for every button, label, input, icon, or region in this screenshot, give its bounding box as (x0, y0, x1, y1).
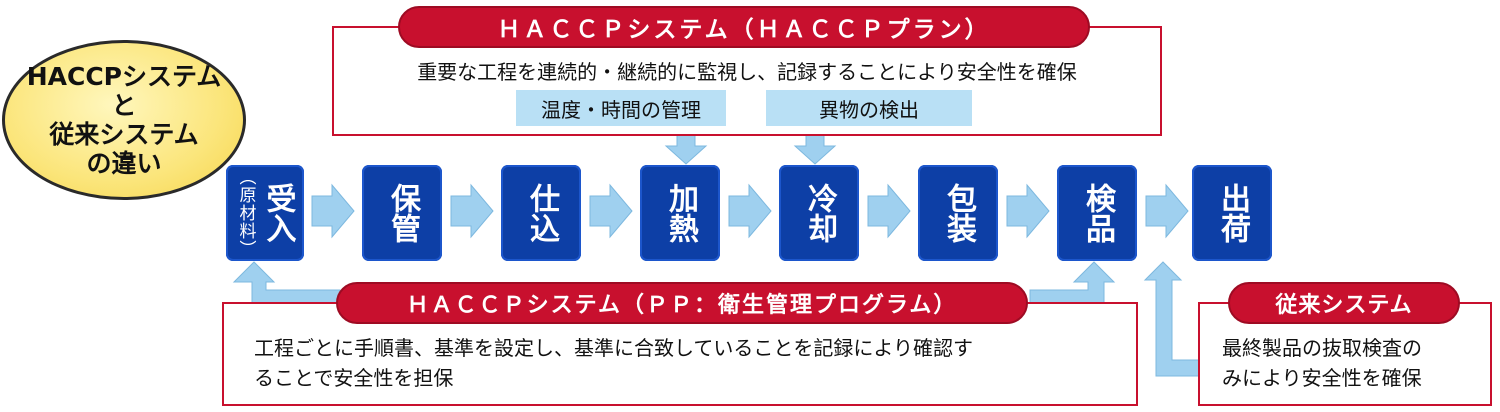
tag-foreign-matter: 異物の検出 (766, 90, 972, 126)
step-label: 出荷 (1215, 183, 1250, 243)
haccp-pp-label: ＨＡＣＣＰシステム（ＰＰ：衛生管理プログラム） (336, 282, 1028, 324)
conventional-label: 従来システム (1228, 282, 1460, 324)
haccp-plan-label: ＨＡＣＣＰシステム（ＨＡＣＣＰプラン） (398, 6, 1090, 48)
step-label: 仕込 (524, 183, 559, 243)
arrow-up-receiving (232, 261, 341, 307)
arrow-right (1006, 183, 1050, 239)
arrow-down (664, 133, 708, 165)
arrow-right (311, 183, 355, 239)
step-label: 加熱 (663, 183, 698, 243)
title-line-1: HACCPシステム (26, 62, 222, 91)
arrow-down (793, 133, 837, 165)
step-shipping: 出荷 (1192, 165, 1272, 261)
step-receiving: （原材料） 受入 (226, 165, 304, 261)
title-line-3: 従来システム (49, 120, 199, 149)
haccp-pp-description-line1: 工程ごとに手順書、基準を設定し、基準に合致していることを記録により確認す (254, 336, 973, 360)
title-bubble: HACCPシステム と 従来システム の違い (2, 40, 246, 200)
step-receiving-sub: （原材料） (235, 168, 256, 258)
title-line-2: と (111, 91, 137, 120)
conventional-description-line2: みにより安全性を確保 (1222, 366, 1422, 390)
arrow-right (728, 183, 772, 239)
step-label: 包装 (941, 183, 976, 243)
step-heating: 加熱 (640, 165, 720, 261)
step-label: 冷却 (802, 183, 837, 243)
arrow-right (589, 183, 633, 239)
step-receiving-label: 受入 (260, 183, 296, 243)
tag-temperature-time: 温度・時間の管理 (516, 90, 726, 126)
haccp-pp-description-line2: ることで安全性を担保 (254, 366, 454, 390)
step-label: 検品 (1080, 183, 1115, 243)
step-cooling: 冷却 (779, 165, 859, 261)
step-label: 保管 (385, 183, 420, 243)
arrow-up-conventional (1143, 261, 1203, 377)
arrow-right (1145, 183, 1189, 239)
arrow-right (450, 183, 494, 239)
step-packaging: 包装 (918, 165, 998, 261)
haccp-plan-description: 重要な工程を連続的・継続的に監視し、記録することにより安全性を確保 (417, 60, 1077, 84)
arrow-right (867, 183, 911, 239)
step-preparation: 仕込 (501, 165, 581, 261)
conventional-description-line1: 最終製品の抜取検査の (1222, 336, 1422, 360)
step-inspection: 検品 (1057, 165, 1137, 261)
arrow-up-inspection (1029, 261, 1116, 307)
title-line-4: の違い (86, 149, 162, 178)
step-storage: 保管 (362, 165, 442, 261)
